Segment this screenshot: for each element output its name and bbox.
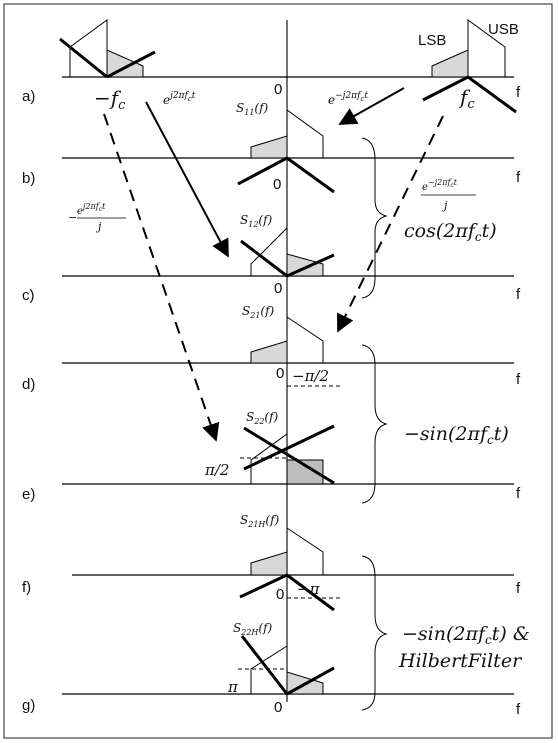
svg-text:e−j2πfct: e−j2πfct [422, 178, 458, 193]
svg-text:−: − [68, 211, 77, 224]
pi-half-label: π/2 [204, 461, 229, 479]
spectrum-negative-fc [59, 19, 156, 79]
row-label-d: d) [22, 376, 35, 393]
s22-label: S22(f) [246, 410, 279, 426]
spectrum-s21 [250, 316, 340, 387]
svg-text:ej2πfct: ej2πfct [77, 202, 106, 217]
cos-label: cos(2πfct) [404, 220, 497, 244]
f-label-d: f [516, 371, 521, 388]
row-labels: a) b) c) d) e) f) g) [22, 88, 35, 714]
frac-left-label: − ej2πfct j [68, 202, 126, 233]
f-label-g: f [516, 701, 521, 718]
frac-right-label: e−j2πfct j [421, 178, 476, 212]
f-label-a: f [516, 84, 521, 101]
row-label-c: c) [22, 287, 35, 304]
zero-label-d: 0 [276, 365, 284, 382]
f-label-b: f [516, 169, 521, 186]
brace-sin [361, 344, 388, 504]
row-label-g: g) [22, 697, 35, 714]
brace-cos [361, 137, 388, 299]
neg-pi-label: −π [297, 580, 321, 598]
pi-label: π [227, 678, 239, 696]
zero-label-c: 0 [274, 280, 282, 297]
s21-label: S21(f) [242, 304, 275, 320]
hilbert-line2-label: HilbertFilter [398, 650, 523, 672]
figure-border [3, 3, 553, 739]
zero-label-b: 0 [273, 176, 281, 193]
spectrum-positive-fc [422, 19, 517, 114]
neg-sin-label: −sin(2πfct) [404, 423, 509, 447]
f-label-e: f [516, 485, 521, 502]
lsb-label: LSB [418, 32, 446, 49]
arrow-negfc-to-s12 [145, 101, 229, 258]
s12-label: S12(f) [240, 213, 273, 229]
neg-fc-label: −fc [94, 86, 126, 113]
frequency-labels: f f f f f f f [516, 84, 521, 718]
zero-label-f: 0 [276, 586, 284, 603]
spectrum-s22h [238, 635, 335, 696]
row-label-f: f) [22, 579, 31, 596]
svg-text:j: j [95, 220, 102, 233]
row-label-a: a) [22, 88, 35, 105]
spectrum-s22 [240, 424, 335, 485]
arrow-negfc-to-s22 [103, 113, 220, 442]
s11-label: S11(f) [236, 101, 269, 117]
row-label-e: e) [22, 486, 35, 503]
neg-exp-label: e−j2πfct [328, 91, 368, 107]
zero-label-g: 0 [274, 699, 282, 716]
spectrum-s12 [240, 226, 335, 278]
f-label-f: f [516, 580, 521, 597]
brace-hilbert [361, 555, 388, 711]
spectrum-s11 [237, 109, 335, 194]
s21h-label: S21H(f) [240, 513, 280, 529]
zero-labels: 0 0 0 0 0 0 [273, 81, 284, 716]
spectrum-s21h [239, 527, 343, 612]
pos-fc-label: fc [458, 85, 475, 112]
svg-text:j: j [441, 199, 448, 212]
arrow-fc-to-s11 [338, 87, 405, 125]
zero-label-a: 0 [274, 81, 282, 98]
row-label-b: b) [22, 170, 35, 187]
usb-label: USB [488, 21, 519, 38]
hilbert-line1-label: −sin(2πfct) & [402, 623, 530, 647]
pos-exp-label: ej2πfct [163, 91, 196, 107]
s22h-label: S22H(f) [233, 621, 273, 637]
neg-pi-half-label: −π/2 [292, 367, 329, 385]
f-label-c: f [516, 286, 521, 303]
